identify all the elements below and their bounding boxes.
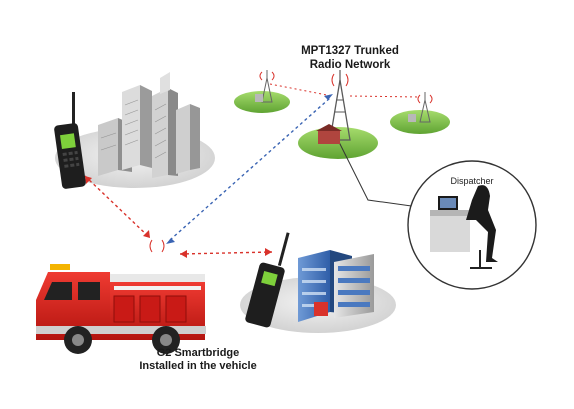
fire-truck bbox=[36, 264, 206, 354]
radio-arrow-tail bbox=[143, 230, 150, 238]
city-buildings bbox=[98, 72, 200, 178]
radio-tower-left bbox=[255, 70, 273, 103]
building-arrow-head bbox=[265, 248, 272, 256]
site-link-left bbox=[269, 83, 333, 97]
uplink-arrow-tail bbox=[166, 238, 175, 244]
vehicle-building-link bbox=[179, 251, 273, 255]
vehicle-label: G2 Smartbridge Installed in the vehicle bbox=[118, 347, 278, 373]
dispatcher-label: Dispatcher bbox=[450, 176, 494, 186]
building-arrow-tail bbox=[180, 250, 187, 258]
vehicle-radio-link bbox=[84, 175, 151, 239]
network-title-line1: MPT1327 Trunked bbox=[301, 45, 399, 57]
handheld-radio-right bbox=[245, 232, 290, 328]
signal-waves-icon bbox=[149, 71, 433, 253]
radio-arrow-head bbox=[85, 176, 92, 184]
radio-tower-center bbox=[316, 70, 351, 144]
network-title-line2: Radio Network bbox=[309, 59, 391, 71]
office-building bbox=[298, 250, 374, 322]
network-title: MPT1327 Trunked Radio Network bbox=[270, 44, 430, 72]
vehicle-label-line1: G2 Smartbridge bbox=[156, 347, 240, 359]
radio-tower-right bbox=[408, 92, 431, 123]
uplink-arrow-head bbox=[324, 94, 333, 100]
site-link-right bbox=[349, 95, 421, 98]
vehicle-label-line2: Installed in the vehicle bbox=[139, 360, 257, 372]
handheld-radio-left bbox=[54, 92, 86, 189]
dispatcher-station bbox=[407, 160, 537, 290]
